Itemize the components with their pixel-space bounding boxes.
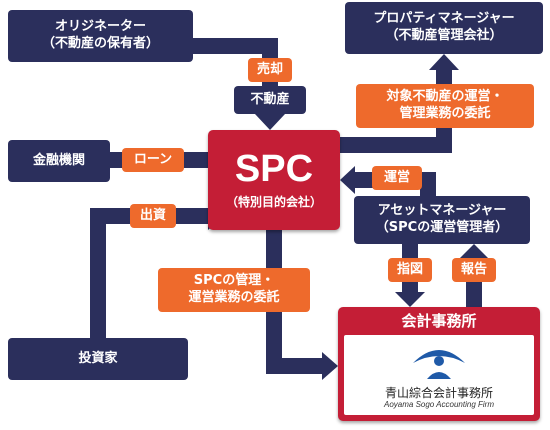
investor-label: 投資家 [78,350,118,366]
pm-delegation-line1: 対象不動産の運営・ [386,89,504,105]
delegation-connector-horizontal [266,358,322,374]
accounting-firm-logo-panel: 青山綜合会計事務所 Aoyama Sogo Accounting Firm [344,335,534,415]
report-label: 報告 [460,261,487,277]
originator-box: オリジネーター （不動産の保有者） [8,10,193,62]
real-estate-box: 不動産 [234,86,306,114]
instruction-label-box: 指図 [388,258,432,282]
instruction-label: 指図 [396,261,423,277]
accounting-firm-logo-subtitle: Aoyama Sogo Accounting Firm [384,400,494,409]
loan-label-box: ローン [122,148,184,172]
spc-box: SPC （特別目的会社） [208,130,340,230]
person-arc-logo-icon [413,350,465,379]
instruction-arrow [395,292,425,307]
asset-manager-title: アセットマネージャー [377,203,507,219]
real-estate-label: 不動産 [250,91,290,107]
spc-delegation-line1: SPCの管理・ [193,273,275,289]
spc-delegation-label-box: SPCの管理・ 運営業務の委託 [158,268,310,312]
property-manager-subtitle: （不動産管理会社） [385,28,503,43]
report-arrow [459,244,489,259]
delegation-arrow [322,352,338,380]
accounting-firm-header: 会計事務所 [401,311,477,330]
investment-label: 出資 [139,207,166,223]
pm-delegation-line2: 管理業務の委託 [399,106,491,121]
pm-arrow [429,54,459,70]
financial-institution-box: 金融機関 [8,140,110,182]
pm-delegation-label-box: 対象不動産の運営・ 管理業務の委託 [356,84,534,128]
investor-box: 投資家 [8,338,188,380]
accounting-firm-logo-name: 青山綜合会計事務所 [384,386,493,400]
operation-connector-vertical [420,172,436,198]
operation-arrow [340,166,355,194]
asset-manager-box: アセットマネージャー （SPCの運営管理者） [354,196,530,244]
sale-label: 売却 [256,61,283,77]
operation-label: 運営 [383,169,410,185]
spc-delegation-line2: 運営業務の委託 [188,290,280,305]
property-manager-box: プロパティマネージャー （不動産管理会社） [345,2,543,54]
loan-label: ローン [133,151,173,167]
originator-subtitle: （不動産の保有者） [41,36,159,51]
asset-manager-subtitle: （SPCの運営管理者） [375,220,509,235]
pm-connector-horizontal [340,137,452,153]
sale-label-box: 売却 [248,58,292,82]
operation-label-box: 運営 [372,166,422,190]
accounting-firm-box: 会計事務所 青山綜合会計事務所 Aoyama Sogo Accounting F… [338,307,540,421]
financial-institution-label: 金融機関 [32,152,85,168]
originator-title: オリジネーター [54,19,146,35]
to-spc-arrow [255,114,285,130]
spc-title: SPC [234,147,314,190]
originator-connector [193,38,278,54]
report-label-box: 報告 [452,258,496,282]
spc-subtitle: （特別目的会社） [225,195,322,210]
property-manager-title: プロパティマネージャー [373,11,515,27]
investment-label-box: 出資 [130,204,176,228]
investor-vertical-connector [90,208,106,338]
